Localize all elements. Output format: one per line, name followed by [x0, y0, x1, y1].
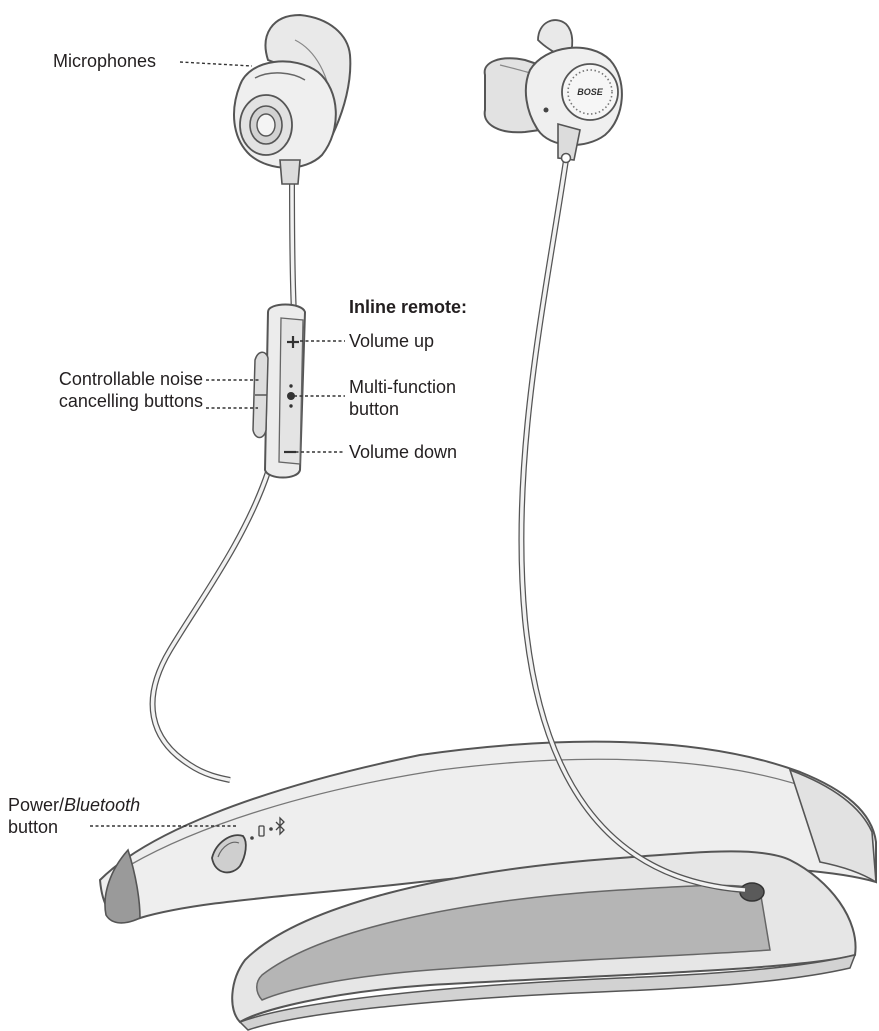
label-noise-cancelling: Controllable noise cancelling buttons [28, 368, 203, 412]
label-power-bluetooth-line1: Power/Bluetooth [8, 794, 140, 816]
leader-lines [90, 62, 345, 826]
label-multi-function-line2: button [349, 398, 456, 420]
left-earbud [234, 15, 350, 184]
label-multi-function-line1: Multi-function [349, 376, 456, 398]
right-earbud: BOSE [485, 20, 622, 162]
label-bluetooth-word: Bluetooth [64, 795, 140, 815]
label-power-prefix: Power/ [8, 795, 64, 815]
label-microphones: Microphones [53, 50, 156, 72]
label-noise-cancelling-line1: Controllable noise [28, 368, 203, 390]
label-multi-function: Multi-function button [349, 376, 456, 420]
label-volume-down: Volume down [349, 441, 457, 463]
label-power-bluetooth: Power/Bluetooth button [8, 794, 140, 838]
brand-logo: BOSE [577, 87, 604, 97]
label-inline-remote: Inline remote: [349, 296, 467, 318]
label-volume-up: Volume up [349, 330, 434, 352]
neckband [100, 742, 876, 1030]
label-noise-cancelling-line2: cancelling buttons [28, 390, 203, 412]
label-power-bluetooth-line2: button [8, 816, 140, 838]
